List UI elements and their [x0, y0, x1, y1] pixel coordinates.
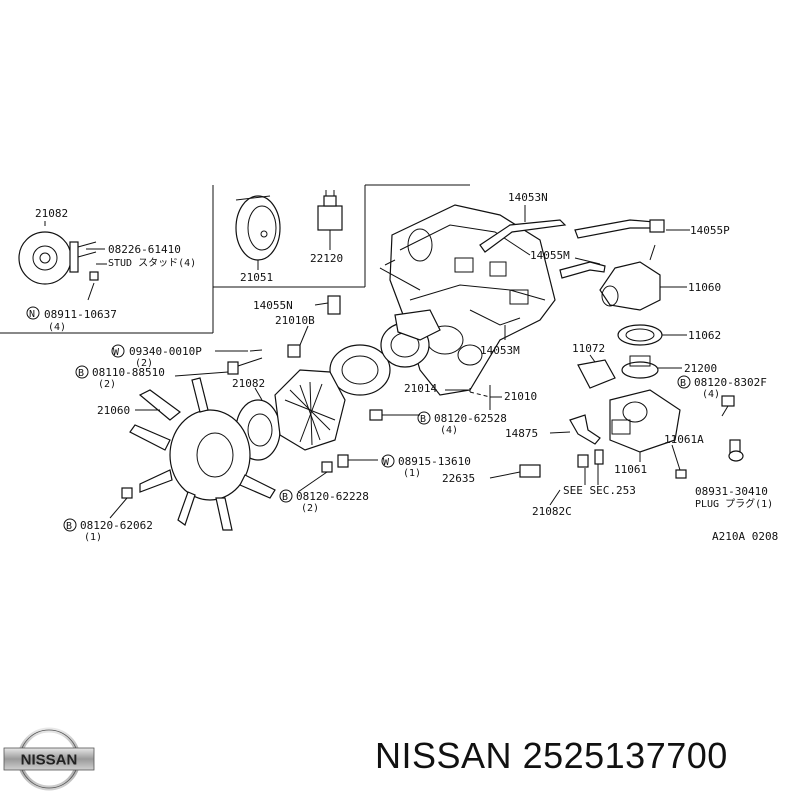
bolt-08120-8302f: [721, 395, 735, 417]
label-08915-qty: (1): [403, 468, 421, 479]
part-number: 2525137700: [522, 735, 728, 776]
diagram-code: A210A 0208: [712, 530, 778, 543]
marker-b-icon: [279, 489, 293, 503]
pump-pulley-21082: [235, 369, 346, 461]
label-21082-pump: 21082: [232, 377, 265, 390]
product-title: NISSAN 2525137700: [375, 735, 728, 777]
marker-n-icon: [26, 306, 40, 320]
marker-b: B: [282, 492, 288, 503]
svg-text:NISSAN: NISSAN: [21, 752, 78, 769]
label-14053n: 14053N: [508, 191, 548, 204]
pulley-21082-inset: [18, 221, 107, 301]
label-11061a: 11061A: [664, 433, 704, 446]
sensor-22120-inset: [317, 190, 343, 250]
label-14055p: 14055P: [690, 224, 730, 237]
sensor-22635: [489, 449, 604, 485]
label-14875: 14875: [505, 427, 538, 440]
housing-11060: [599, 244, 687, 311]
label-08226-61410: 08226-61410: [108, 243, 181, 256]
hose-14055p: [574, 219, 690, 239]
label-08120-62228: 08120-62228: [296, 490, 369, 503]
marker-b-icon: [63, 518, 77, 532]
plate-11072: [577, 354, 616, 389]
label-09340-0010p: 09340-0010P: [129, 345, 202, 358]
label-11061: 11061: [614, 463, 647, 476]
marker-b: B: [420, 414, 426, 425]
label-08120-62228-qty: (2): [301, 503, 319, 514]
label-14055n: 14055N: [253, 299, 293, 312]
fitting-14875: [549, 414, 601, 445]
label-11062: 11062: [688, 329, 721, 342]
label-08110-qty: (2): [98, 379, 116, 390]
label-22120: 22120: [310, 252, 343, 265]
label-08120-8302f: 08120-8302F: [694, 376, 767, 389]
label-08915-13610: 08915-13610: [398, 455, 471, 468]
label-08120-62528: 08120-62528: [434, 412, 507, 425]
hose-14053n: [479, 205, 567, 253]
fan-21060: [129, 377, 276, 531]
label-08911-qty: (4): [48, 322, 66, 333]
pipe-14053m: [469, 309, 521, 340]
label-09340-qty: (2): [135, 358, 153, 369]
nissan-logo: NISSAN: [3, 727, 95, 791]
label-08120-62528-qty: (4): [440, 425, 458, 436]
inset-frames: [0, 184, 470, 334]
brand-name: NISSAN: [375, 735, 513, 776]
marker-b: B: [78, 368, 84, 379]
label-08120-8302f-qty: (4): [702, 389, 720, 400]
label-21200: 21200: [684, 362, 717, 375]
hose-14055m: [559, 257, 606, 279]
label-21010b: 21010B: [275, 314, 315, 327]
label-21082c: 21082C: [532, 505, 572, 518]
label-08911-10637: 08911-10637: [44, 308, 117, 321]
label-14053m: 14053M: [480, 344, 520, 357]
marker-w-icon: [381, 454, 395, 468]
label-11072: 11072: [572, 342, 605, 355]
label-21051: 21051: [240, 271, 273, 284]
label-21010: 21010: [504, 390, 537, 403]
label-stud: STUD スタッド(4): [108, 257, 196, 269]
marker-n: N: [29, 309, 35, 320]
marker-b-icon: [75, 365, 89, 379]
marker-w: W: [383, 457, 390, 468]
hose-14055n: [314, 295, 341, 315]
water-pump-gaskets: [329, 309, 441, 396]
pulley-21051-inset: [235, 195, 281, 270]
marker-w-icon: [111, 344, 125, 358]
label-14055m: 14055M: [530, 249, 570, 262]
label-21082: 21082: [35, 207, 68, 220]
label-08931-30410: 08931-30410: [695, 485, 768, 498]
marker-w: W: [113, 347, 120, 358]
bolt-11061a: [671, 444, 687, 479]
label-08110-88510: 08110-88510: [92, 366, 165, 379]
label-11060: 11060: [688, 281, 721, 294]
bolts-left: [174, 344, 301, 377]
label-see-sec-253: SEE SEC.253: [563, 484, 636, 497]
marker-b-icon: [417, 411, 431, 425]
thermostat-21200: [621, 355, 682, 379]
gasket-11062: [617, 324, 687, 346]
marker-b-icon: [677, 375, 691, 389]
label-22635: 22635: [442, 472, 475, 485]
marker-b: B: [66, 521, 72, 532]
bolts-pump: [109, 409, 420, 519]
label-08120-62062-qty: (1): [84, 532, 102, 543]
label-plug: PLUG プラグ(1): [695, 497, 773, 510]
label-08120-62062: 08120-62062: [80, 519, 153, 532]
marker-b: B: [680, 378, 686, 389]
label-21060: 21060: [97, 404, 130, 417]
plug-08931: [728, 439, 744, 462]
housing-11061: [609, 389, 681, 462]
label-21014: 21014: [404, 382, 437, 395]
